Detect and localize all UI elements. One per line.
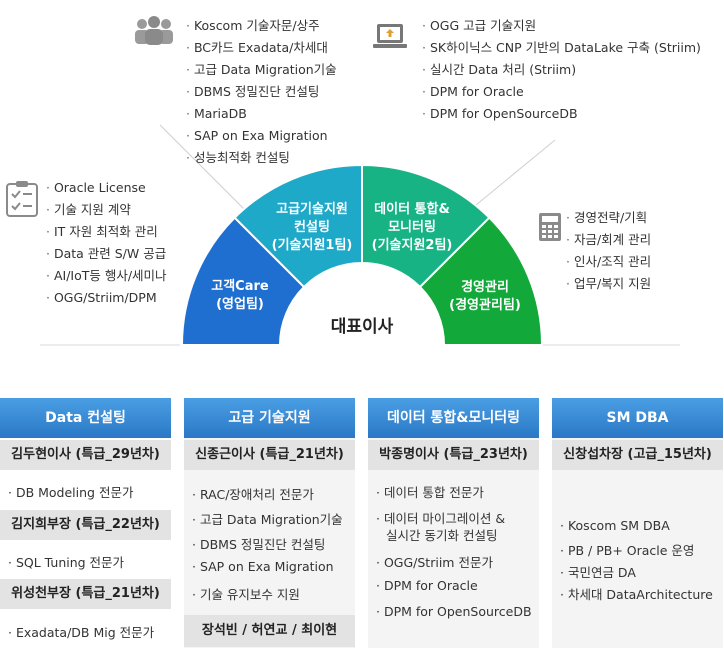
list-item: DB Modeling 전문가	[8, 482, 134, 501]
list-item: DPM for Oracle	[376, 578, 478, 593]
segment-tech-subtitle: 컨설팅	[294, 220, 330, 235]
person-row: 위성천부장 (특급_21년차)	[0, 579, 171, 609]
list-item: DPM for OpenSourceDB	[422, 103, 701, 125]
segment-mgmt-title: 경영관리	[461, 280, 509, 295]
top-left-list: Koscom 기술자문/상주 BC카드 Exadata/차세대 고급 Data …	[186, 15, 337, 169]
team-members-row: 장석빈 / 허연교 / 최이현	[184, 615, 355, 647]
column-data-integration: 데이터 통합&모니터링 박종명이사 (특급_23년차) 데이터 통합 전문가 데…	[368, 398, 539, 648]
column-sm-dba: SM DBA 신창섭차장 (고급_15년차) Koscom SM DBA PB …	[552, 398, 723, 648]
segment-tech-team: (기술지원1팀)	[271, 238, 353, 253]
list-item: Data 관련 S/W 공급	[46, 243, 167, 265]
column-body: 박종명이사 (특급_23년차) 데이터 통합 전문가 데이터 마이그레이션 & …	[368, 438, 539, 648]
list-item: Oracle License	[46, 177, 167, 199]
list-item: Koscom 기술자문/상주	[186, 15, 337, 37]
right-list: 경영전략/기획 자금/회계 관리 인사/조직 관리 업무/복지 지원	[566, 207, 651, 295]
list-item: 자금/회계 관리	[566, 229, 651, 251]
list-item: 실시간 Data 처리 (Striim)	[422, 59, 701, 81]
list-item: 업무/복지 지원	[566, 273, 651, 295]
segment-data-subtitle: 모니터링	[388, 220, 436, 235]
column-title: 데이터 통합&모니터링	[368, 398, 539, 438]
column-title: 고급 기술지원	[184, 398, 355, 438]
segment-mgmt-team: (경영관리팀)	[449, 298, 521, 313]
list-item: 고급 Data Migration기술	[192, 509, 343, 528]
person-row: 신창섭차장 (고급_15년차)	[552, 440, 723, 470]
list-item: 데이터 마이그레이션 &	[376, 508, 505, 527]
list-item: DPM for OpenSourceDB	[376, 604, 532, 619]
list-item: IT 자원 최적화 관리	[46, 221, 167, 243]
list-item: 고급 Data Migration기술	[186, 59, 337, 81]
calculator-icon	[539, 213, 561, 241]
column-title: SM DBA	[552, 398, 723, 438]
list-item-continuation: 실시간 동기화 컨설팅	[386, 525, 497, 544]
column-body: 신종근이사 (특급_21년차) RAC/장애처리 전문가 고급 Data Mig…	[184, 438, 355, 648]
person-row: 신종근이사 (특급_21년차)	[184, 440, 355, 470]
list-item: 경영전략/기획	[566, 207, 651, 229]
list-item: RAC/장애처리 전문가	[192, 484, 314, 503]
segment-customer-team: (영업팀)	[216, 297, 264, 312]
laptop-icon	[373, 24, 407, 48]
segment-tech-title: 고급기술지원	[276, 202, 348, 217]
list-item: OGG/Striim/DPM	[46, 287, 167, 309]
list-item: SAP on Exa Migration	[192, 559, 334, 574]
list-item: 데이터 통합 전문가	[376, 482, 484, 501]
column-body: 김두현이사 (특급_29년차) DB Modeling 전문가 김지희부장 (특…	[0, 438, 171, 648]
column-tech-support: 고급 기술지원 신종근이사 (특급_21년차) RAC/장애처리 전문가 고급 …	[184, 398, 355, 648]
list-item: DPM for Oracle	[422, 81, 701, 103]
column-data-consulting: Data 컨설팅 김두현이사 (특급_29년차) DB Modeling 전문가…	[0, 398, 171, 648]
list-item: OGG 고급 기술지원	[422, 15, 701, 37]
list-item: Koscom SM DBA	[560, 518, 670, 533]
list-item: 차세대 DataArchitecture	[560, 584, 713, 603]
list-item-text: 실시간 동기화 컨설팅	[386, 528, 498, 543]
top-right-list: OGG 고급 기술지원 SK하이닉스 CNP 기반의 DataLake 구축 (…	[422, 15, 701, 125]
connector-line	[469, 139, 556, 211]
list-item: MariaDB	[186, 103, 337, 125]
segment-customer-label: 고객Care (영업팀)	[190, 278, 290, 314]
person-row: 김두현이사 (특급_29년차)	[0, 440, 171, 470]
segment-data-team: (기술지원2팀)	[371, 238, 453, 253]
org-diagram	[40, 124, 680, 346]
list-item: OGG/Striim 전문가	[376, 552, 493, 571]
segment-mgmt-label: 경영관리 (경영관리팀)	[430, 279, 540, 315]
segment-customer-title: 고객Care	[211, 279, 269, 294]
list-item: SK하이닉스 CNP 기반의 DataLake 구축 (Striim)	[422, 37, 701, 59]
left-list: Oracle License 기술 지원 계약 IT 자원 최적화 관리 Dat…	[46, 177, 167, 309]
list-item: 기술 유지보수 지원	[192, 584, 300, 603]
segment-data-label: 데이터 통합& 모니터링 (기술지원2팀)	[362, 201, 462, 255]
person-row: 김지희부장 (특급_22년차)	[0, 510, 171, 540]
list-item: SAP on Exa Migration	[186, 125, 337, 147]
segment-data-title: 데이터 통합&	[374, 202, 450, 217]
list-item: 성능최적화 컨설팅	[186, 147, 337, 169]
list-item: DBMS 정밀진단 컨설팅	[186, 81, 337, 103]
column-title: Data 컨설팅	[0, 398, 171, 438]
segment-management	[418, 216, 544, 346]
list-item: 인사/조직 관리	[566, 251, 651, 273]
list-item: SQL Tuning 전문가	[8, 552, 124, 571]
list-item: DBMS 정밀진단 컨설팅	[192, 534, 325, 553]
column-body: 신창섭차장 (고급_15년차) Koscom SM DBA PB / PB+ O…	[552, 438, 723, 648]
list-item: PB / PB+ Oracle 운영	[560, 540, 694, 559]
list-item: Exadata/DB Mig 전문가	[8, 622, 154, 641]
list-item: BC카드 Exadata/차세대	[186, 37, 337, 59]
list-item: 국민연금 DA	[560, 562, 636, 581]
list-item: AI/IoT등 행사/세미나	[46, 265, 167, 287]
clipboard-checklist-icon	[6, 181, 38, 217]
people-icon	[135, 16, 173, 45]
person-row: 박종명이사 (특급_23년차)	[368, 440, 539, 470]
segment-tech-label: 고급기술지원 컨설팅 (기술지원1팀)	[262, 201, 362, 255]
center-label: 대표이사	[330, 317, 394, 337]
list-item: 기술 지원 계약	[46, 199, 167, 221]
